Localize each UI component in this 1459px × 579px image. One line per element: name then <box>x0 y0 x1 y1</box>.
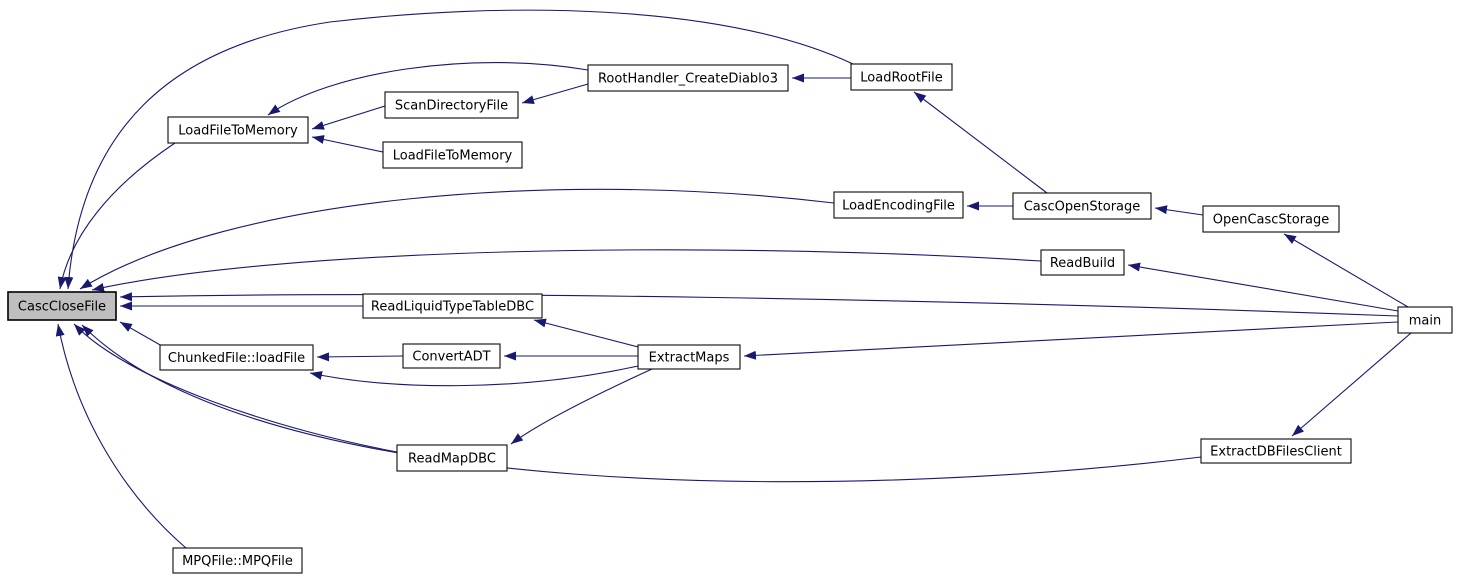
edge-ExtractMaps-to-ReadLiquidTypeTableDBC <box>533 318 639 348</box>
node-ExtractDBFilesClient[interactable]: ExtractDBFilesClient <box>1200 438 1352 464</box>
node-label-ReadLiquidTypeTableDBC[interactable]: ReadLiquidTypeTableDBC <box>371 300 534 315</box>
node-ReadBuild[interactable]: ReadBuild <box>1040 249 1125 276</box>
node-label-RootHandler_CreateDiablo3[interactable]: RootHandler_CreateDiablo3 <box>598 72 778 87</box>
edge-main-to-OpenCascStorage <box>1283 233 1409 308</box>
node-CascCloseFile: CascCloseFile <box>7 291 117 321</box>
node-box-RootHandler_CreateDiablo3[interactable] <box>587 64 789 92</box>
edge-ReadMapDBC-to-CascCloseFile <box>73 323 398 453</box>
edge-OpenCascStorage-to-CascOpenStorage <box>1154 205 1204 216</box>
node-CascOpenStorage[interactable]: CascOpenStorage <box>1012 192 1152 220</box>
node-label-LoadRootFile[interactable]: LoadRootFile <box>860 71 942 86</box>
edge-ReadBuild-to-CascCloseFile <box>91 249 1042 292</box>
edge-ConvertADT-to-ChunkedFile_loadFile <box>316 352 404 362</box>
edge-ExtractMaps-to-ChunkedFile_loadFile <box>309 365 639 387</box>
node-OpenCascStorage[interactable]: OpenCascStorage <box>1202 205 1340 233</box>
node-label-LoadFileToMemory2[interactable]: LoadFileToMemory <box>393 149 513 164</box>
node-label-LoadFileToMemory[interactable]: LoadFileToMemory <box>178 124 298 139</box>
node-RootHandler_CreateDiablo3[interactable]: RootHandler_CreateDiablo3 <box>587 64 789 92</box>
edge-RootHandler_CreateDiablo3-to-LoadFileToMemory <box>267 62 589 116</box>
edge-main-to-ExtractMaps <box>743 321 1399 360</box>
node-box-CascCloseFile <box>7 291 117 321</box>
edge-LoadRootFile-to-CascCloseFile <box>64 9 854 290</box>
node-ScanDirectoryFile[interactable]: ScanDirectoryFile <box>384 91 519 119</box>
node-box-OpenCascStorage[interactable] <box>1202 205 1340 233</box>
edge-CascOpenStorage-to-LoadRootFile <box>913 91 1048 194</box>
edge-ExtractDBFilesClient-to-CascCloseFile <box>81 324 1202 483</box>
edge-RootHandler_CreateDiablo3-to-ScanDirectoryFile <box>521 83 589 105</box>
node-ExtractMaps[interactable]: ExtractMaps <box>637 344 741 370</box>
node-label-MPQFile_MPQFile[interactable]: MPQFile::MPQFile <box>182 554 293 569</box>
node-label-ChunkedFile_loadFile[interactable]: ChunkedFile::loadFile <box>168 351 305 366</box>
node-box-ExtractMaps[interactable] <box>637 344 741 370</box>
edge-main-to-CascCloseFile <box>119 292 1399 317</box>
node-LoadRootFile[interactable]: LoadRootFile <box>850 63 953 91</box>
node-label-CascCloseFile: CascCloseFile <box>18 300 106 315</box>
node-box-main[interactable] <box>1397 306 1453 334</box>
edge-main-to-ExtractDBFilesClient <box>1291 332 1412 437</box>
node-box-ExtractDBFilesClient[interactable] <box>1200 438 1352 464</box>
node-box-LoadFileToMemory[interactable] <box>167 116 309 144</box>
node-label-ExtractDBFilesClient[interactable]: ExtractDBFilesClient <box>1210 445 1342 460</box>
node-LoadFileToMemory2[interactable]: LoadFileToMemory <box>382 141 523 169</box>
node-box-MPQFile_MPQFile[interactable] <box>172 547 303 574</box>
edge-LoadEncodingFile-to-CascCloseFile <box>79 188 835 290</box>
node-box-ChunkedFile_loadFile[interactable] <box>159 344 314 371</box>
node-ReadMapDBC[interactable]: ReadMapDBC <box>396 444 508 472</box>
node-label-CascOpenStorage[interactable]: CascOpenStorage <box>1024 200 1141 215</box>
node-box-ReadBuild[interactable] <box>1040 249 1125 276</box>
edge-ScanDirectoryFile-to-LoadFileToMemory <box>311 105 386 130</box>
edge-MPQFile_MPQFile-to-CascCloseFile <box>55 323 187 549</box>
node-label-main[interactable]: main <box>1409 314 1441 329</box>
node-LoadFileToMemory[interactable]: LoadFileToMemory <box>167 116 309 144</box>
node-label-ScanDirectoryFile[interactable]: ScanDirectoryFile <box>395 99 508 114</box>
edge-main-to-ReadBuild <box>1127 262 1399 312</box>
node-label-ExtractMaps[interactable]: ExtractMaps <box>649 351 730 366</box>
node-label-ReadMapDBC[interactable]: ReadMapDBC <box>408 452 496 467</box>
node-box-LoadRootFile[interactable] <box>850 63 953 91</box>
node-LoadEncodingFile[interactable]: LoadEncodingFile <box>833 191 964 219</box>
node-main[interactable]: main <box>1397 306 1453 334</box>
node-box-ReadLiquidTypeTableDBC[interactable] <box>362 293 543 319</box>
node-box-LoadFileToMemory2[interactable] <box>382 141 523 169</box>
edge-ChunkedFile_loadFile-to-CascCloseFile <box>119 321 163 347</box>
node-box-CascOpenStorage[interactable] <box>1012 192 1152 220</box>
edge-ExtractMaps-to-ReadMapDBC <box>510 368 653 445</box>
node-label-ConvertADT[interactable]: ConvertADT <box>412 350 490 365</box>
node-label-OpenCascStorage[interactable]: OpenCascStorage <box>1213 213 1330 228</box>
node-label-LoadEncodingFile[interactable]: LoadEncodingFile <box>842 199 955 214</box>
node-label-ReadBuild[interactable]: ReadBuild <box>1050 256 1115 271</box>
node-ChunkedFile_loadFile[interactable]: ChunkedFile::loadFile <box>159 344 314 371</box>
node-ReadLiquidTypeTableDBC[interactable]: ReadLiquidTypeTableDBC <box>362 293 543 319</box>
edge-LoadFileToMemory-to-CascCloseFile <box>57 142 176 290</box>
node-ConvertADT[interactable]: ConvertADT <box>402 343 501 369</box>
node-box-ScanDirectoryFile[interactable] <box>384 91 519 119</box>
node-box-LoadEncodingFile[interactable] <box>833 191 964 219</box>
edge-LoadFileToMemory2-to-LoadFileToMemory <box>311 135 384 153</box>
node-box-ConvertADT[interactable] <box>402 343 501 369</box>
node-box-ReadMapDBC[interactable] <box>396 444 508 472</box>
node-MPQFile_MPQFile[interactable]: MPQFile::MPQFile <box>172 547 303 574</box>
